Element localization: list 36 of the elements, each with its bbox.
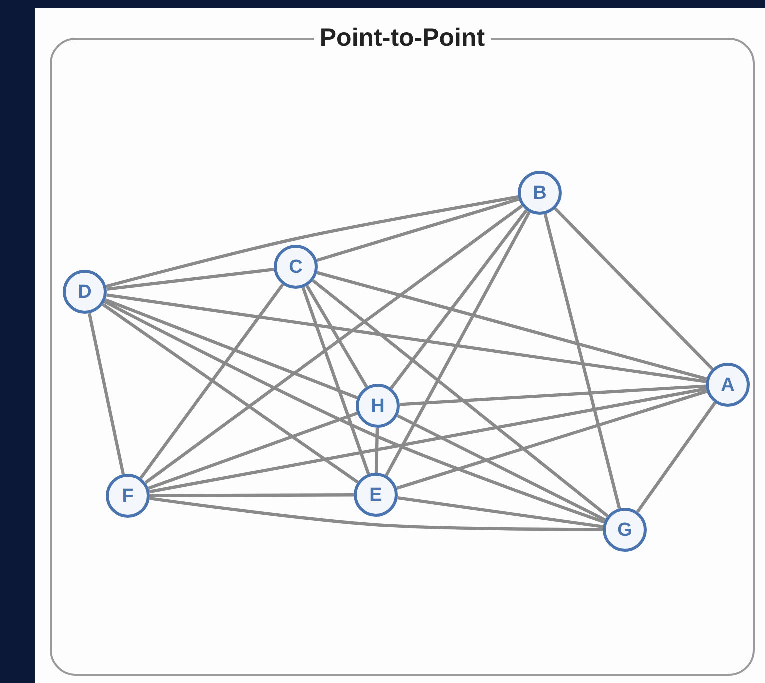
connection-line <box>104 298 358 400</box>
connection-line <box>636 402 717 513</box>
connection-line <box>140 284 284 480</box>
node-label: F <box>122 486 134 506</box>
node-label: D <box>78 282 92 302</box>
connection-line <box>149 387 707 494</box>
connection-line <box>150 496 603 532</box>
node-label: G <box>618 520 632 540</box>
connection-line <box>144 204 524 484</box>
connection-line <box>302 287 370 475</box>
connection-line <box>104 300 605 524</box>
connection-line <box>102 303 359 484</box>
connection-line <box>106 196 519 288</box>
connection-line <box>316 271 708 381</box>
connection-line <box>106 268 274 291</box>
connection-line <box>106 294 706 384</box>
connection-line <box>400 384 706 406</box>
node-label: B <box>533 184 547 202</box>
node-label: E <box>370 486 382 504</box>
connection-line <box>544 214 622 510</box>
connection-line <box>398 496 604 529</box>
connection-line <box>374 428 380 474</box>
connection-line <box>148 412 358 490</box>
connection-line <box>312 279 609 518</box>
connection-line <box>306 285 368 388</box>
connection-line <box>88 313 126 475</box>
node-label: C <box>289 258 303 276</box>
node-label: A <box>721 376 735 394</box>
connection-line <box>554 208 714 370</box>
connection-line <box>150 494 354 498</box>
connection-line <box>396 390 708 490</box>
connection-line <box>390 210 528 390</box>
node-label: H <box>371 396 385 416</box>
connection-line <box>316 198 520 262</box>
connection-line <box>396 414 606 522</box>
connection-line <box>385 212 531 476</box>
